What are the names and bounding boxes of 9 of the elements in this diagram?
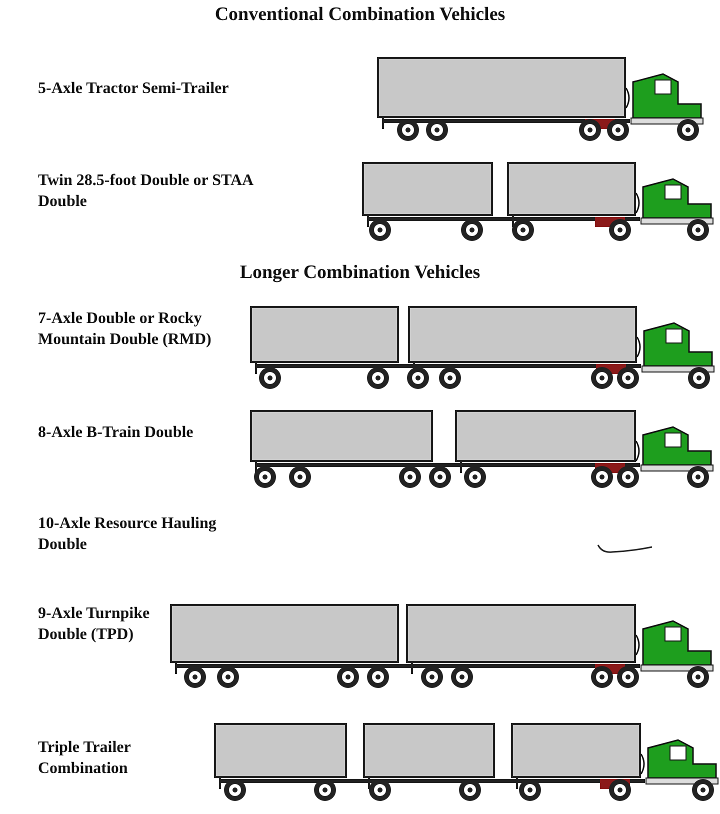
vehicle-label: 9-Axle Turnpike Double (TPD) xyxy=(38,604,151,645)
vehicle-label: 8-Axle B-Train Double xyxy=(38,423,194,443)
section-heading: Conventional Combination Vehicles xyxy=(214,4,506,26)
vehicle-label: 10-Axle Resource Hauling Double xyxy=(38,514,218,555)
vehicle-label: Triple Trailer Combination xyxy=(38,738,132,779)
vehicle-label: Twin 28.5-foot Double or STAA Double xyxy=(38,171,253,212)
vehicle-label: 5-Axle Tractor Semi-Trailer xyxy=(38,79,230,99)
section-heading: Longer Combination Vehicles xyxy=(238,262,482,284)
vehicle-label: 7-Axle Double or Rocky Mountain Double (RMD) xyxy=(38,309,212,350)
